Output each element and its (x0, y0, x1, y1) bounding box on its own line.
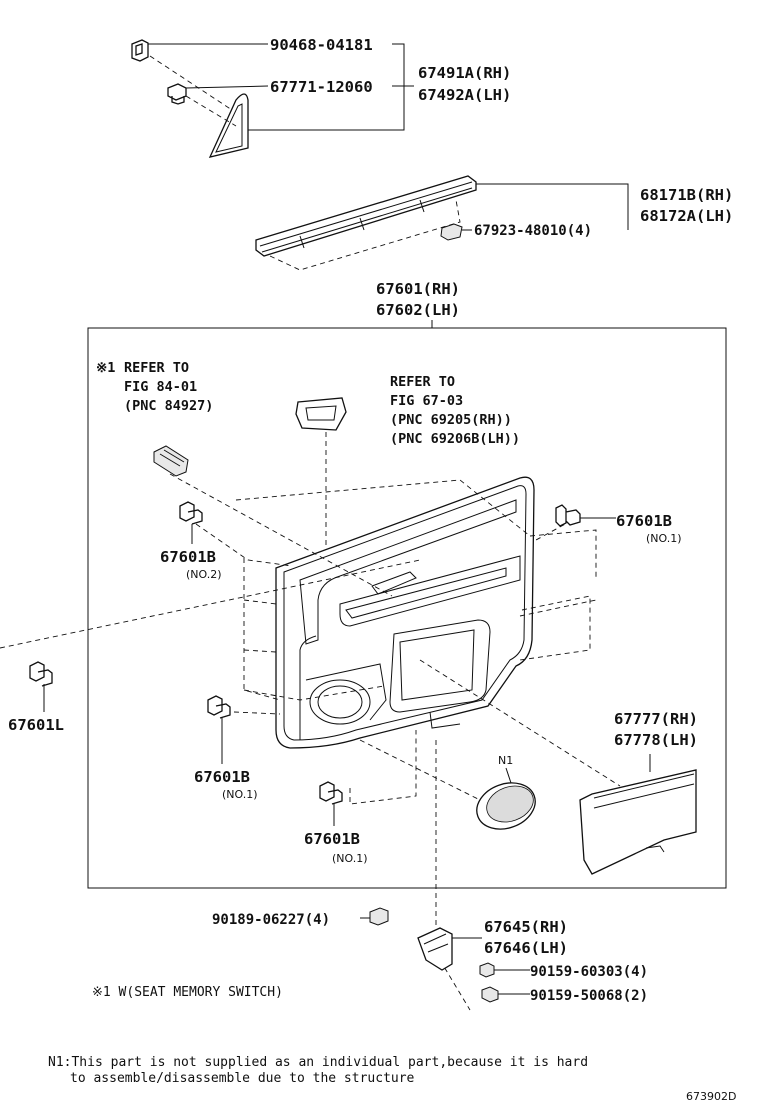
part-number-67646: 67646(LH) (484, 939, 568, 957)
clip-upper-left-label: 67601B (160, 548, 216, 566)
footnote-line2: to assemble/disassemble due to the struc… (70, 1071, 415, 1086)
part-number-68172a: 68172A(LH) (640, 207, 733, 225)
clip-90189-icon (369, 907, 389, 926)
clip-lower-left-icon (207, 695, 231, 719)
clip-bottom-note: (NO.1) (332, 852, 368, 865)
n1-group: N1 (476, 754, 536, 830)
clip-upper-left-group: 67601B (NO.2) (160, 501, 222, 581)
seat-memory-note: ※1 W(SEAT MEMORY SWITCH) (92, 985, 283, 1000)
part-number-67645: 67645(RH) (484, 918, 568, 936)
clip-right-group: 67601B (NO.1) (555, 504, 682, 545)
part-number-67771: 67771-12060 (270, 78, 373, 96)
screw-90159-b-icon (481, 986, 499, 1003)
part-number-67601-rh: 67601(RH) (376, 280, 460, 298)
footnote-line1: N1:This part is not supplied as an indiv… (48, 1055, 588, 1070)
part-number-67492a: 67492A(LH) (418, 86, 511, 104)
clip-bottom-label: 67601B (304, 830, 360, 848)
clip-upper-left-note: (NO.2) (186, 568, 222, 581)
grommet-67771-icon (167, 83, 187, 105)
bracket-group: 90189-06227(4) 67645(RH) 67646(LH) 90159… (212, 907, 648, 1004)
n1-label: N1 (498, 754, 513, 767)
part-number-67491a: 67491A(RH) (418, 64, 511, 82)
clip-right-icon (555, 504, 581, 527)
clip-left-icon (29, 661, 53, 687)
clip-bottom-icon (319, 781, 343, 805)
clip-lower-left-note: (NO.1) (222, 788, 258, 801)
weatherstrip-group: 68171B(RH) 68172A(LH) 67923-48010(4) (255, 175, 733, 271)
speaker-grille-icon (309, 679, 371, 725)
part-number-67778: 67778(LH) (614, 731, 698, 749)
ref1-mark: ※1 (96, 360, 115, 376)
door-trim-frame (87, 327, 727, 889)
part-number-90159-a: 90159-60303(4) (530, 964, 648, 980)
ref2-line1: REFER TO (390, 374, 455, 390)
clip-67923-icon (440, 223, 463, 241)
part-number-68171b: 68171B(RH) (640, 186, 733, 204)
clip-left-label: 67601L (8, 716, 64, 734)
door-trim-panel (275, 476, 535, 749)
screw-90159-a-icon (479, 962, 495, 978)
lower-panel-group: 67777(RH) 67778(LH) (579, 710, 698, 875)
belt-weatherstrip-icon (255, 175, 477, 257)
part-number-67602-lh: 67602(LH) (376, 301, 460, 319)
part-number-67777: 67777(RH) (614, 710, 698, 728)
reference-notes: ※1 REFER TO FIG 84-01 (PNC 84927) REFER … (96, 360, 520, 447)
clip-right-label: 67601B (616, 512, 672, 530)
ref1-line1: REFER TO (124, 360, 189, 376)
clip-90468-icon (131, 39, 149, 62)
ref2-line2: FIG 67-03 (390, 393, 463, 409)
ref2-line4: (PNC 69206B(LH)) (390, 431, 520, 447)
garnish-assembly-group: 90468-04181 67771-12060 67491A(RH) 67492… (131, 36, 511, 158)
clip-bottom-group: 67601B (NO.1) (304, 781, 368, 865)
diagram-id: 673902D (686, 1090, 736, 1103)
power-window-switch-icon (295, 397, 347, 431)
ref1-line2: FIG 84-01 (124, 379, 197, 395)
clip-right-note: (NO.1) (646, 532, 682, 545)
part-number-90189: 90189-06227(4) (212, 912, 330, 928)
clip-upper-left-icon (179, 501, 203, 525)
part-number-90468: 90468-04181 (270, 36, 373, 54)
clip-lower-left-label: 67601B (194, 768, 250, 786)
part-number-90159-b: 90159-50068(2) (530, 988, 648, 1004)
part-number-67923: 67923-48010(4) (474, 223, 592, 239)
projection-lines (0, 473, 621, 1011)
ref2-line3: (PNC 69205(RH)) (390, 412, 512, 428)
ref1-line3: (PNC 84927) (124, 398, 213, 414)
clip-left-group: 67601L (8, 661, 64, 734)
clip-lower-left-group: 67601B (NO.1) (194, 695, 258, 801)
lower-door-panel-icon (579, 769, 697, 875)
